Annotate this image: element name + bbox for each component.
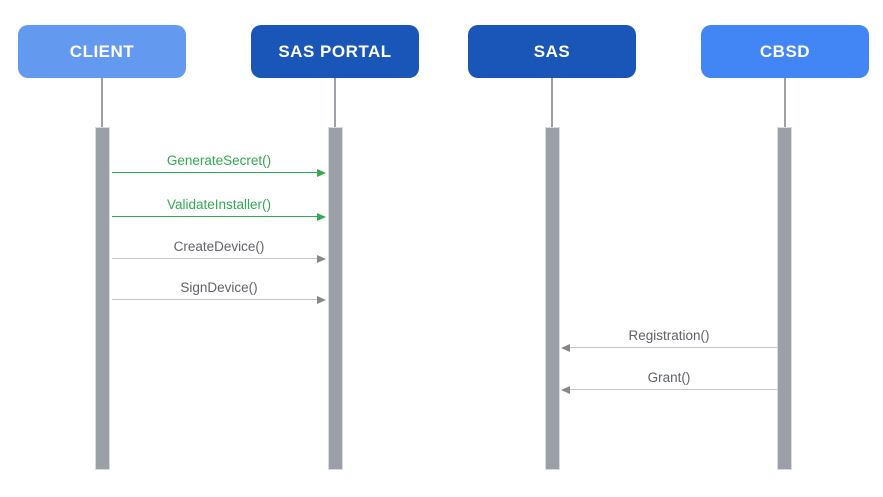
lifeline-stub-client [101, 78, 103, 127]
message-label-registration: Registration() [628, 328, 710, 343]
lifeline-stub-sas [551, 78, 553, 127]
message-line [568, 346, 777, 348]
activation-bar-client [95, 127, 110, 470]
message-grant: Grant() [561, 368, 777, 394]
arrowhead-icon [561, 343, 570, 352]
actor-box-client: CLIENT [18, 25, 186, 78]
activation-bar-sas [545, 127, 560, 470]
lifeline-stub-cbsd [784, 78, 786, 127]
arrowhead-icon [317, 168, 326, 177]
activation-bar-cbsd [777, 127, 792, 470]
message-registration: Registration() [561, 326, 777, 352]
activation-bar-sas-portal [328, 127, 343, 470]
actor-box-cbsd: CBSD [701, 25, 869, 78]
message-line [112, 257, 319, 259]
arrowhead-icon [561, 385, 570, 394]
message-line [112, 171, 319, 173]
arrowhead-icon [317, 212, 326, 221]
message-create-device: CreateDevice() [112, 237, 326, 263]
message-label-create-device: CreateDevice() [173, 239, 265, 254]
message-generate-secret: GenerateSecret() [112, 151, 326, 177]
actor-label-client: CLIENT [69, 41, 135, 61]
message-label-sign-device: SignDevice() [180, 280, 258, 295]
actor-label-sas-portal: SAS PORTAL [278, 41, 392, 61]
actor-box-sas-portal: SAS PORTAL [251, 25, 419, 78]
arrowhead-icon [317, 295, 326, 304]
message-label-validate-installer: ValidateInstaller() [166, 197, 272, 212]
message-label-grant: Grant() [647, 370, 691, 385]
actor-label-cbsd: CBSD [759, 41, 811, 61]
message-line [112, 298, 319, 300]
message-label-generate-secret: GenerateSecret() [166, 153, 272, 168]
actor-label-sas: SAS [533, 41, 571, 61]
message-validate-installer: ValidateInstaller() [112, 195, 326, 221]
arrowhead-icon [317, 254, 326, 263]
message-sign-device: SignDevice() [112, 278, 326, 304]
message-line [568, 388, 777, 390]
message-line [112, 215, 319, 217]
lifeline-stub-sas-portal [334, 78, 336, 127]
actor-box-sas: SAS [468, 25, 636, 78]
